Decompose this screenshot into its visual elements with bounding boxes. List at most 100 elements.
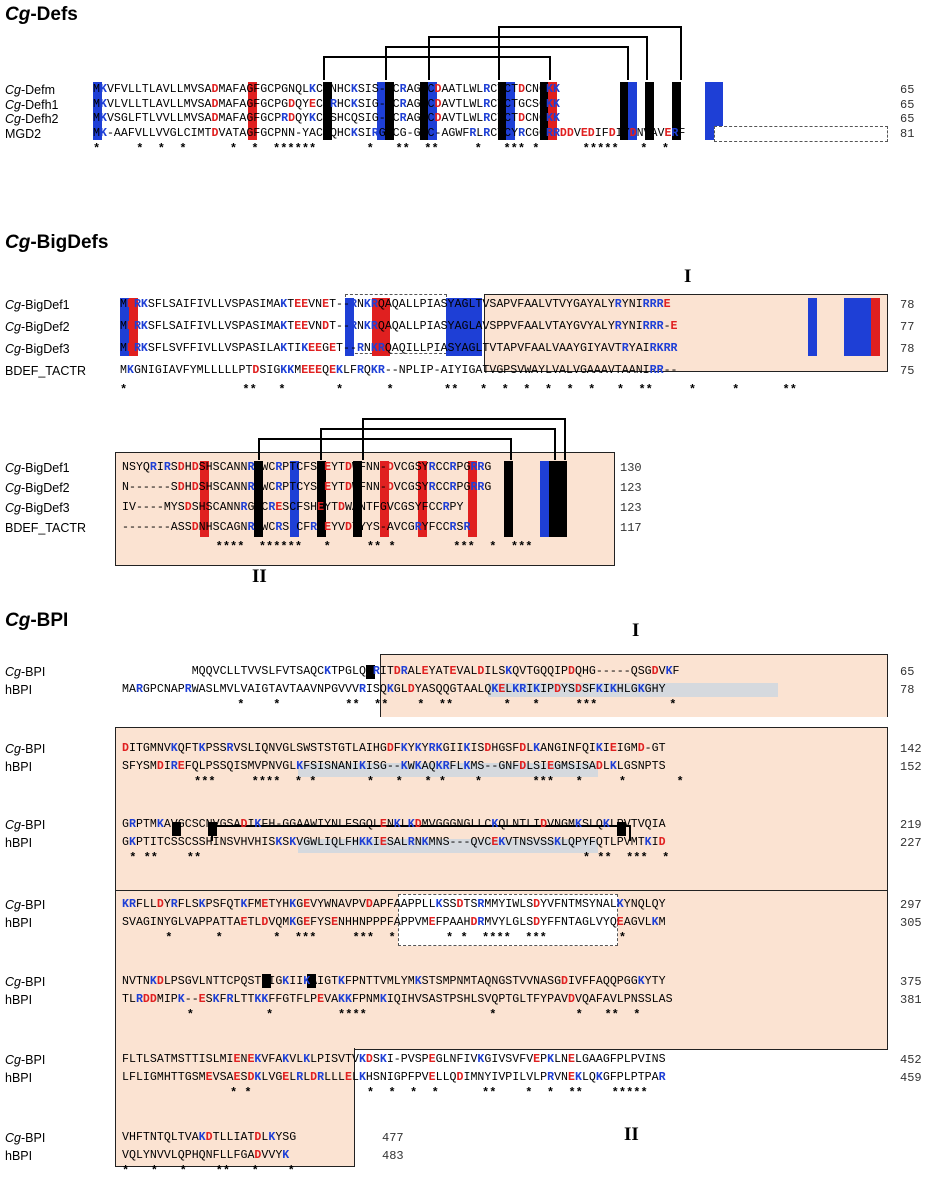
seq-name-cg-bpi: Cg-BPI xyxy=(5,898,46,912)
disulfide-bridge xyxy=(385,46,629,80)
region-label-I: I xyxy=(632,620,640,641)
seq-bdef-tactr: -------ASSDNHSCAGNRGWCRSKCFRHEYVDTYYS-AV… xyxy=(122,521,471,534)
conservation-stars: * * * ** * * xyxy=(122,1164,295,1178)
seq-hbpi: TLRDDMIPK--ESKFRLTTKKFFGTFLPEVAKKFPNMKIQ… xyxy=(122,993,673,1006)
seq-name-bdef-tactr: BDEF_TACTR xyxy=(5,364,87,378)
region-box xyxy=(115,452,615,566)
seq-num: 483 xyxy=(382,1149,404,1163)
region-label-I: I xyxy=(684,266,692,287)
seq-num: 305 xyxy=(900,916,922,930)
seq-num: 123 xyxy=(620,481,642,495)
seq-bdef-tactr: MKGNIGIAVFYMLLLLLPTDSIGKKMEEEQEKLFRQKR--… xyxy=(120,364,678,377)
region-box xyxy=(115,727,888,893)
seq-num: 142 xyxy=(900,742,922,756)
seq-name-cg-bpi: Cg-BPI xyxy=(5,1131,46,1145)
conservation-stars: * * **** * * ** * xyxy=(122,1008,641,1022)
seq-hbpi: GKPTITCSSCSSHINSVHVHISKSKVGWLIQLFHKKIESA… xyxy=(122,836,666,849)
seq-hbpi: SVAGINYGLVAPPATTAETLDVQMKGEFYSENHHNPPPFA… xyxy=(122,916,666,929)
seq-name-bigdef2: Cg-BigDef2 xyxy=(5,481,70,495)
seq-name-hbpi: hBPI xyxy=(5,993,33,1007)
seq-num: 65 xyxy=(900,665,915,679)
seq-name-cg-bpi: Cg-BPI xyxy=(5,742,46,756)
seq-cg-bpi: DITGMNVKQFTKPSSRVSLIQNVGLSWSTSTGTLAIHGDF… xyxy=(122,742,666,755)
seq-hbpi: VQLYNVVLQPHQNFLLFGADVVYK xyxy=(122,1149,290,1162)
conservation-stars: * ** ** * ** *** * xyxy=(122,851,670,865)
seq-name-bdef-tactr: BDEF_TACTR xyxy=(5,521,87,535)
seq-cg-bpi: FLTLSATMSTTISLMIENEKVFAKVLKLPISVTVKDSKI-… xyxy=(122,1053,666,1066)
seq-num: 75 xyxy=(900,364,915,378)
seq-name-cg-bpi: Cg-BPI xyxy=(5,665,46,679)
conservation-stars: * * * * * * ** * * ** ***** xyxy=(122,1086,648,1100)
seq-num: 297 xyxy=(900,898,922,912)
seq-num: 152 xyxy=(900,760,922,774)
seq-num: 78 xyxy=(900,683,915,697)
conservation-stars: * * ** ** * ** * * *** * xyxy=(122,698,677,712)
seq-cg-bpi: MQQVCLLTVVSLFVTSAQCKTPGLQTRITDRALEYATEVA… xyxy=(191,665,680,678)
seq-name-defm: Cg-Defm xyxy=(5,83,56,97)
seq-bigdef3: IV----MYSDSHSCANNRGWCRESCFSHEYTDWANTFGVC… xyxy=(122,501,464,514)
seq-num: 227 xyxy=(900,836,922,850)
bigdefs-title: Cg-BigDefs xyxy=(5,232,109,253)
seq-name-defh1: Cg-Defh1 xyxy=(5,98,59,112)
seq-name-bigdef1: Cg-BigDef1 xyxy=(5,461,70,475)
seq-num: 117 xyxy=(620,521,642,535)
seq-name-bigdef3: Cg-BigDef3 xyxy=(5,342,70,356)
region-box xyxy=(115,1048,355,1167)
seq-num: 381 xyxy=(900,993,922,1007)
seq-hbpi: LFLIGMHTTGSMEVSAESDKLVGELRLDRLLLELKHSNIG… xyxy=(122,1071,666,1084)
seq-num: 78 xyxy=(900,342,915,356)
seq-defh1: MKVLVLLTLAVLLMVSADMAFAGFGCPGDQYECNRHCKSI… xyxy=(93,98,560,111)
conservation-stars: *** **** * * * * * * * *** * * * xyxy=(122,775,684,789)
seq-bigdef1: MERKSFLSAIFIVLLVSPASIMAKTEEVNET--RNKRQAQ… xyxy=(120,298,671,311)
conservation-stars: * * * * * * ****** * ** ** * *** * *****… xyxy=(93,142,670,156)
conservation-stars: **** ****** * ** * *** * *** xyxy=(122,540,533,554)
seq-num: 123 xyxy=(620,501,642,515)
seq-name-hbpi: hBPI xyxy=(5,1149,33,1163)
seq-name-hbpi: hBPI xyxy=(5,760,33,774)
seq-num: 78 xyxy=(900,298,915,312)
seq-hbpi: MARGPCNAPRWASLMVLVAIGTAVTAAVNPGVVVRISQKG… xyxy=(122,683,666,696)
seq-bigdef1: NSYQRIRSDHDSHSCANNRGWCRPTCFSHEYTDWFNN-DV… xyxy=(122,461,492,474)
seq-mgd2: MK-AAFVLLVVGLCIMTDVATAGFGCPNN-YACHQHCKSI… xyxy=(93,127,686,140)
seq-name-hbpi: hBPI xyxy=(5,683,33,697)
seq-name-mgd2: MGD2 xyxy=(5,127,42,141)
seq-num: 459 xyxy=(900,1071,922,1085)
seq-name-bigdef1: Cg-BigDef1 xyxy=(5,298,70,312)
seq-name-cg-bpi: Cg-BPI xyxy=(5,1053,46,1067)
seq-name-bigdef3: Cg-BigDef3 xyxy=(5,501,70,515)
disulfide-bridge xyxy=(323,56,551,80)
seq-hbpi: SFYSMDIREFQLPSSQISMVPNVGLKFSISNANIKISG--… xyxy=(122,760,666,773)
conservation-stars: * ** * * * ** * * * * * * * ** * * ** xyxy=(120,383,797,397)
seq-name-hbpi: hBPI xyxy=(5,836,33,850)
seq-num: 65 xyxy=(900,112,915,126)
conservation-stars: * * * *** *** * * * **** *** * xyxy=(122,931,627,945)
seq-cg-bpi: KRFLLDYRFLSKPSFQTKFMETYHKGEVYWNAVPVDAPFA… xyxy=(122,898,666,911)
disulfide-bridge xyxy=(320,428,556,460)
seq-num: 477 xyxy=(382,1131,404,1145)
seq-defm: MKVFVLLTLAVLLMVSADMAFAGFGCPGNQLKCNNHCKSI… xyxy=(93,83,560,96)
region-gap xyxy=(398,894,618,946)
defs-title: Cg-Defs xyxy=(5,4,78,25)
bpi-title: Cg-BPI xyxy=(5,610,69,631)
seq-num: 65 xyxy=(900,83,915,97)
seq-num: 375 xyxy=(900,975,922,989)
seq-name-hbpi: hBPI xyxy=(5,916,33,930)
seq-name-bigdef2: Cg-BigDef2 xyxy=(5,320,70,334)
seq-num: 77 xyxy=(900,320,915,334)
seq-cg-bpi: NVTNKDLPSGVLNTTCPQSTCIGKIIKAIGTKFPNTTVML… xyxy=(122,975,666,988)
seq-bigdef2: MERKSFLSAIFIVLLVSPASIMAKTEEVNDT--RNKRQAQ… xyxy=(120,320,678,333)
disulfide-bridge xyxy=(498,26,682,80)
seq-bigdef3: MERKSFLSVFFIVLLVSPASILAKTIKEEGET--RNKRQA… xyxy=(120,342,678,355)
region-box xyxy=(484,294,888,372)
seq-num: 81 xyxy=(900,127,915,141)
seq-num: 65 xyxy=(900,98,915,112)
seq-bigdef2: N------SDHDSHSCANNRGWCRPTCYSYEYTDWFNN-DV… xyxy=(122,481,492,494)
seq-name-hbpi: hBPI xyxy=(5,1071,33,1085)
seq-cg-bpi: VHFTNTQLTVAKDTLLIATDLKYSG xyxy=(122,1131,297,1144)
disulfide-bridge xyxy=(428,36,648,80)
seq-defh2: MKVSGLFTLVVLLMVSADMAFAGFGCPRDQYKCNSHCQSI… xyxy=(93,112,560,125)
disulfide-bridge xyxy=(258,438,512,460)
seq-cg-bpi: GRPTMKAVGCSCNVGSADIKFH-GGAAWIYNLFSGQLENK… xyxy=(122,818,666,831)
seq-name-defh2: Cg-Defh2 xyxy=(5,112,59,126)
disulfide-bridge xyxy=(362,418,566,460)
